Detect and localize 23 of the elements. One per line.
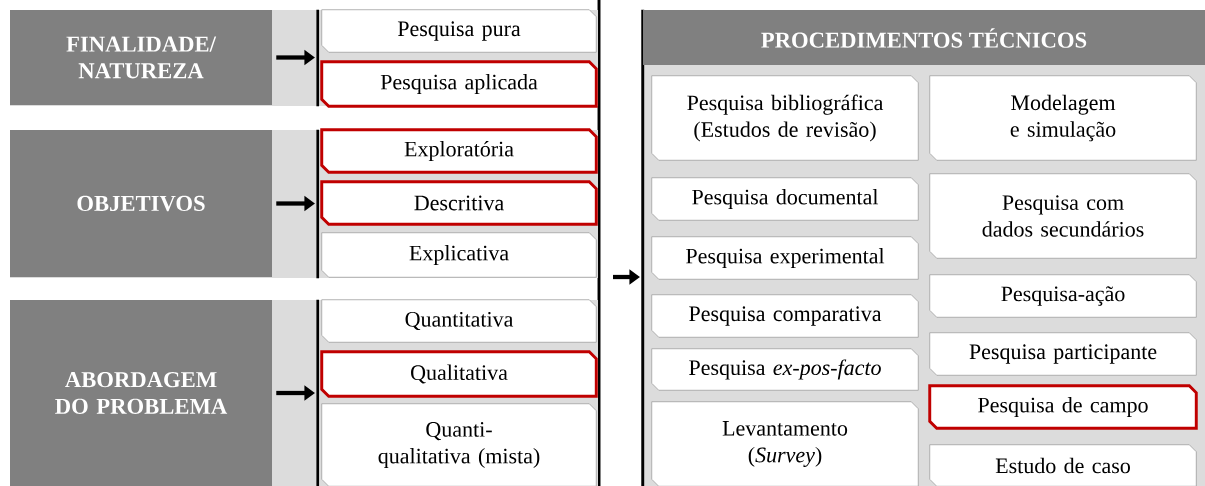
option-box: Pesquisa documental [651,177,919,221]
option-box: Quantitativa [321,299,597,343]
option-box: Qualitativa [320,350,598,398]
option-box: Pesquisa pura [321,9,597,53]
option-box: Modelagem e simulação [929,75,1197,161]
option-box: Pesquisa aplicada [320,60,598,108]
option-box: Pesquisa participante [929,332,1197,376]
category-box: OBJETIVOS [10,130,272,277]
option-box: Pesquisa de campo [928,384,1198,430]
option-box: Explicativa [321,232,597,278]
option-box: Pesquisa com dados secundários [929,173,1197,259]
option-box: Pesquisa-ação [929,274,1197,318]
category-box: FINALIDADE/ NATUREZA [10,10,272,105]
option-box: Descritiva [320,180,598,226]
option-box: Quanti-qualitativa (mista) [321,403,597,486]
option-box: Pesquisa ex-pos-facto [651,348,919,391]
option-box: Levantamento (Survey) [651,401,919,486]
option-box: Pesquisa experimental [651,236,919,280]
option-box: Exploratória [320,128,598,174]
option-box: Pesquisa bibliográfica (Estudos de revisão) [651,75,919,161]
option-box: Pesquisa comparativa [651,294,919,338]
option-box: Estudo de caso [929,444,1197,486]
category-box: ABORDAGEM DO PROBLEMA [10,300,272,486]
